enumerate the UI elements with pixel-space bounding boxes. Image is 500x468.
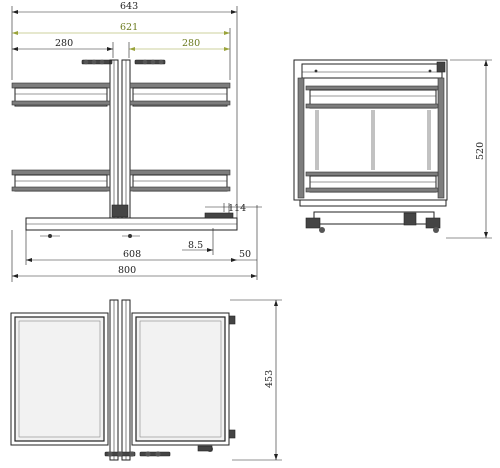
dim-643-label: 643 — [120, 1, 138, 12]
upper-right-basket — [129, 82, 231, 107]
dim-280-right-label: 280 — [182, 38, 200, 49]
dim-453-label: 453 — [264, 370, 275, 388]
dim-50-label: 50 — [239, 249, 251, 260]
dim-800-label: 800 — [118, 265, 136, 276]
top-handles — [81, 59, 166, 65]
top-left-basket — [10, 312, 109, 446]
dim-608-label: 608 — [123, 249, 141, 260]
dimension-453: 453 — [230, 299, 282, 461]
dim-8-5-label: 8.5 — [188, 240, 203, 251]
front-view: 643 621 280 280 — [11, 1, 262, 282]
dim-114-label: 114 — [228, 203, 246, 214]
side-view: 520 — [293, 59, 492, 239]
upper-left-basket — [11, 82, 111, 107]
center-posts — [109, 59, 131, 219]
side-lower-basket — [305, 171, 439, 193]
dimension-800: 800 — [11, 230, 257, 282]
dimension-50: 50 — [237, 205, 258, 280]
dim-520-label: 520 — [475, 142, 486, 160]
dimension-621: 621 — [12, 22, 230, 35]
dimension-8-5: 8.5 — [182, 228, 214, 255]
lower-left-basket — [11, 169, 111, 192]
dimension-114: 114 — [205, 203, 262, 214]
base-plate — [25, 212, 238, 238]
dimension-520: 520 — [446, 59, 492, 239]
dimension-280-left: 280 — [12, 38, 114, 58]
dim-280-left-label: 280 — [55, 38, 73, 49]
side-frame — [293, 59, 448, 201]
top-view: 453 — [10, 299, 282, 461]
dimension-608: 608 — [25, 230, 237, 265]
top-center-column — [109, 299, 131, 461]
top-bottom-handles — [104, 445, 213, 457]
top-right-basket — [131, 312, 236, 446]
dimension-643: 643 — [11, 1, 238, 225]
side-upper-basket — [305, 85, 439, 109]
dimension-280-right: 280 — [128, 28, 231, 80]
dim-621-label: 621 — [120, 22, 138, 33]
lower-right-basket — [129, 169, 231, 192]
